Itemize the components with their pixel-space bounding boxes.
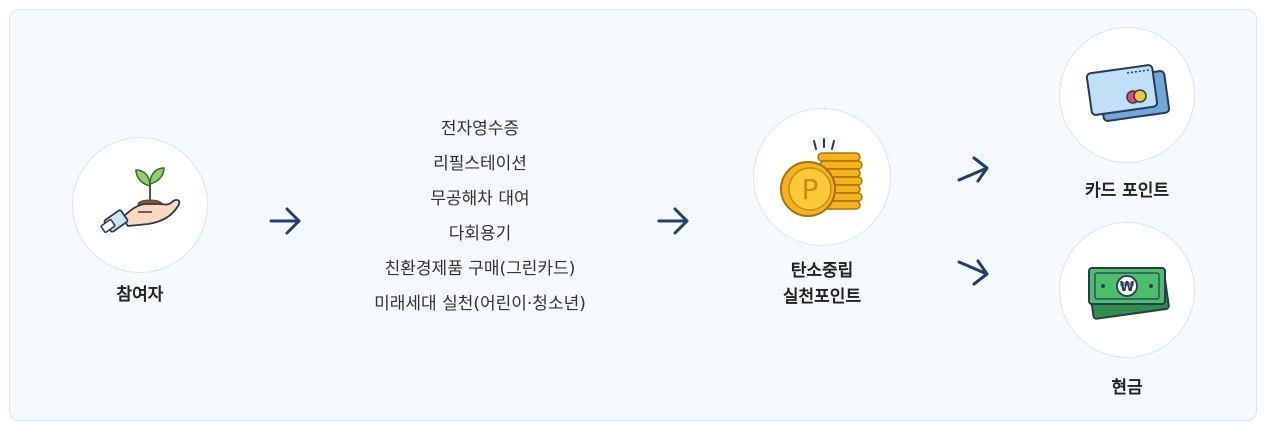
activity-list: 전자영수증 리필스테이션 무공해차 대여 다회용기 친환경제품 구매(그린카드)…: [340, 112, 620, 322]
list-item: 리필스테이션: [433, 154, 527, 174]
arrow-right-icon: [269, 207, 301, 235]
participant-label: 참여자: [116, 285, 164, 305]
list-item: 다회용기: [448, 224, 512, 244]
cash-label: 현금: [1111, 378, 1143, 398]
card-points-label: 카드 포인트: [1084, 181, 1170, 201]
arrow-down-right-icon: [957, 259, 989, 286]
cash-circle: ₩: [1059, 222, 1195, 358]
participant-circle: [72, 137, 208, 273]
list-item: 미래세대 실천(어린이·청소년): [374, 294, 586, 314]
card-circle: [1059, 27, 1195, 163]
list-item: 친환경제품 구매(그린카드): [384, 259, 576, 279]
points-label: 탄소중립 실천포인트: [760, 258, 884, 310]
list-item: 무공해차 대여: [430, 189, 530, 209]
coin-stack-icon: P: [780, 138, 863, 217]
credit-card-icon: [1085, 64, 1171, 122]
hand-sprout-icon: [100, 167, 181, 234]
flow-panel: [9, 9, 1257, 421]
points-label-line1: 탄소중립: [790, 261, 854, 281]
points-label-line2: 실천포인트: [782, 287, 862, 307]
svg-text:₩: ₩: [1120, 280, 1135, 295]
list-item: 전자영수증: [440, 119, 520, 139]
arrow-up-right-icon: [957, 156, 989, 183]
points-circle: P: [753, 108, 891, 246]
svg-text:P: P: [802, 173, 819, 206]
arrow-right-icon: [657, 207, 689, 235]
cash-icon: ₩: [1088, 267, 1170, 320]
